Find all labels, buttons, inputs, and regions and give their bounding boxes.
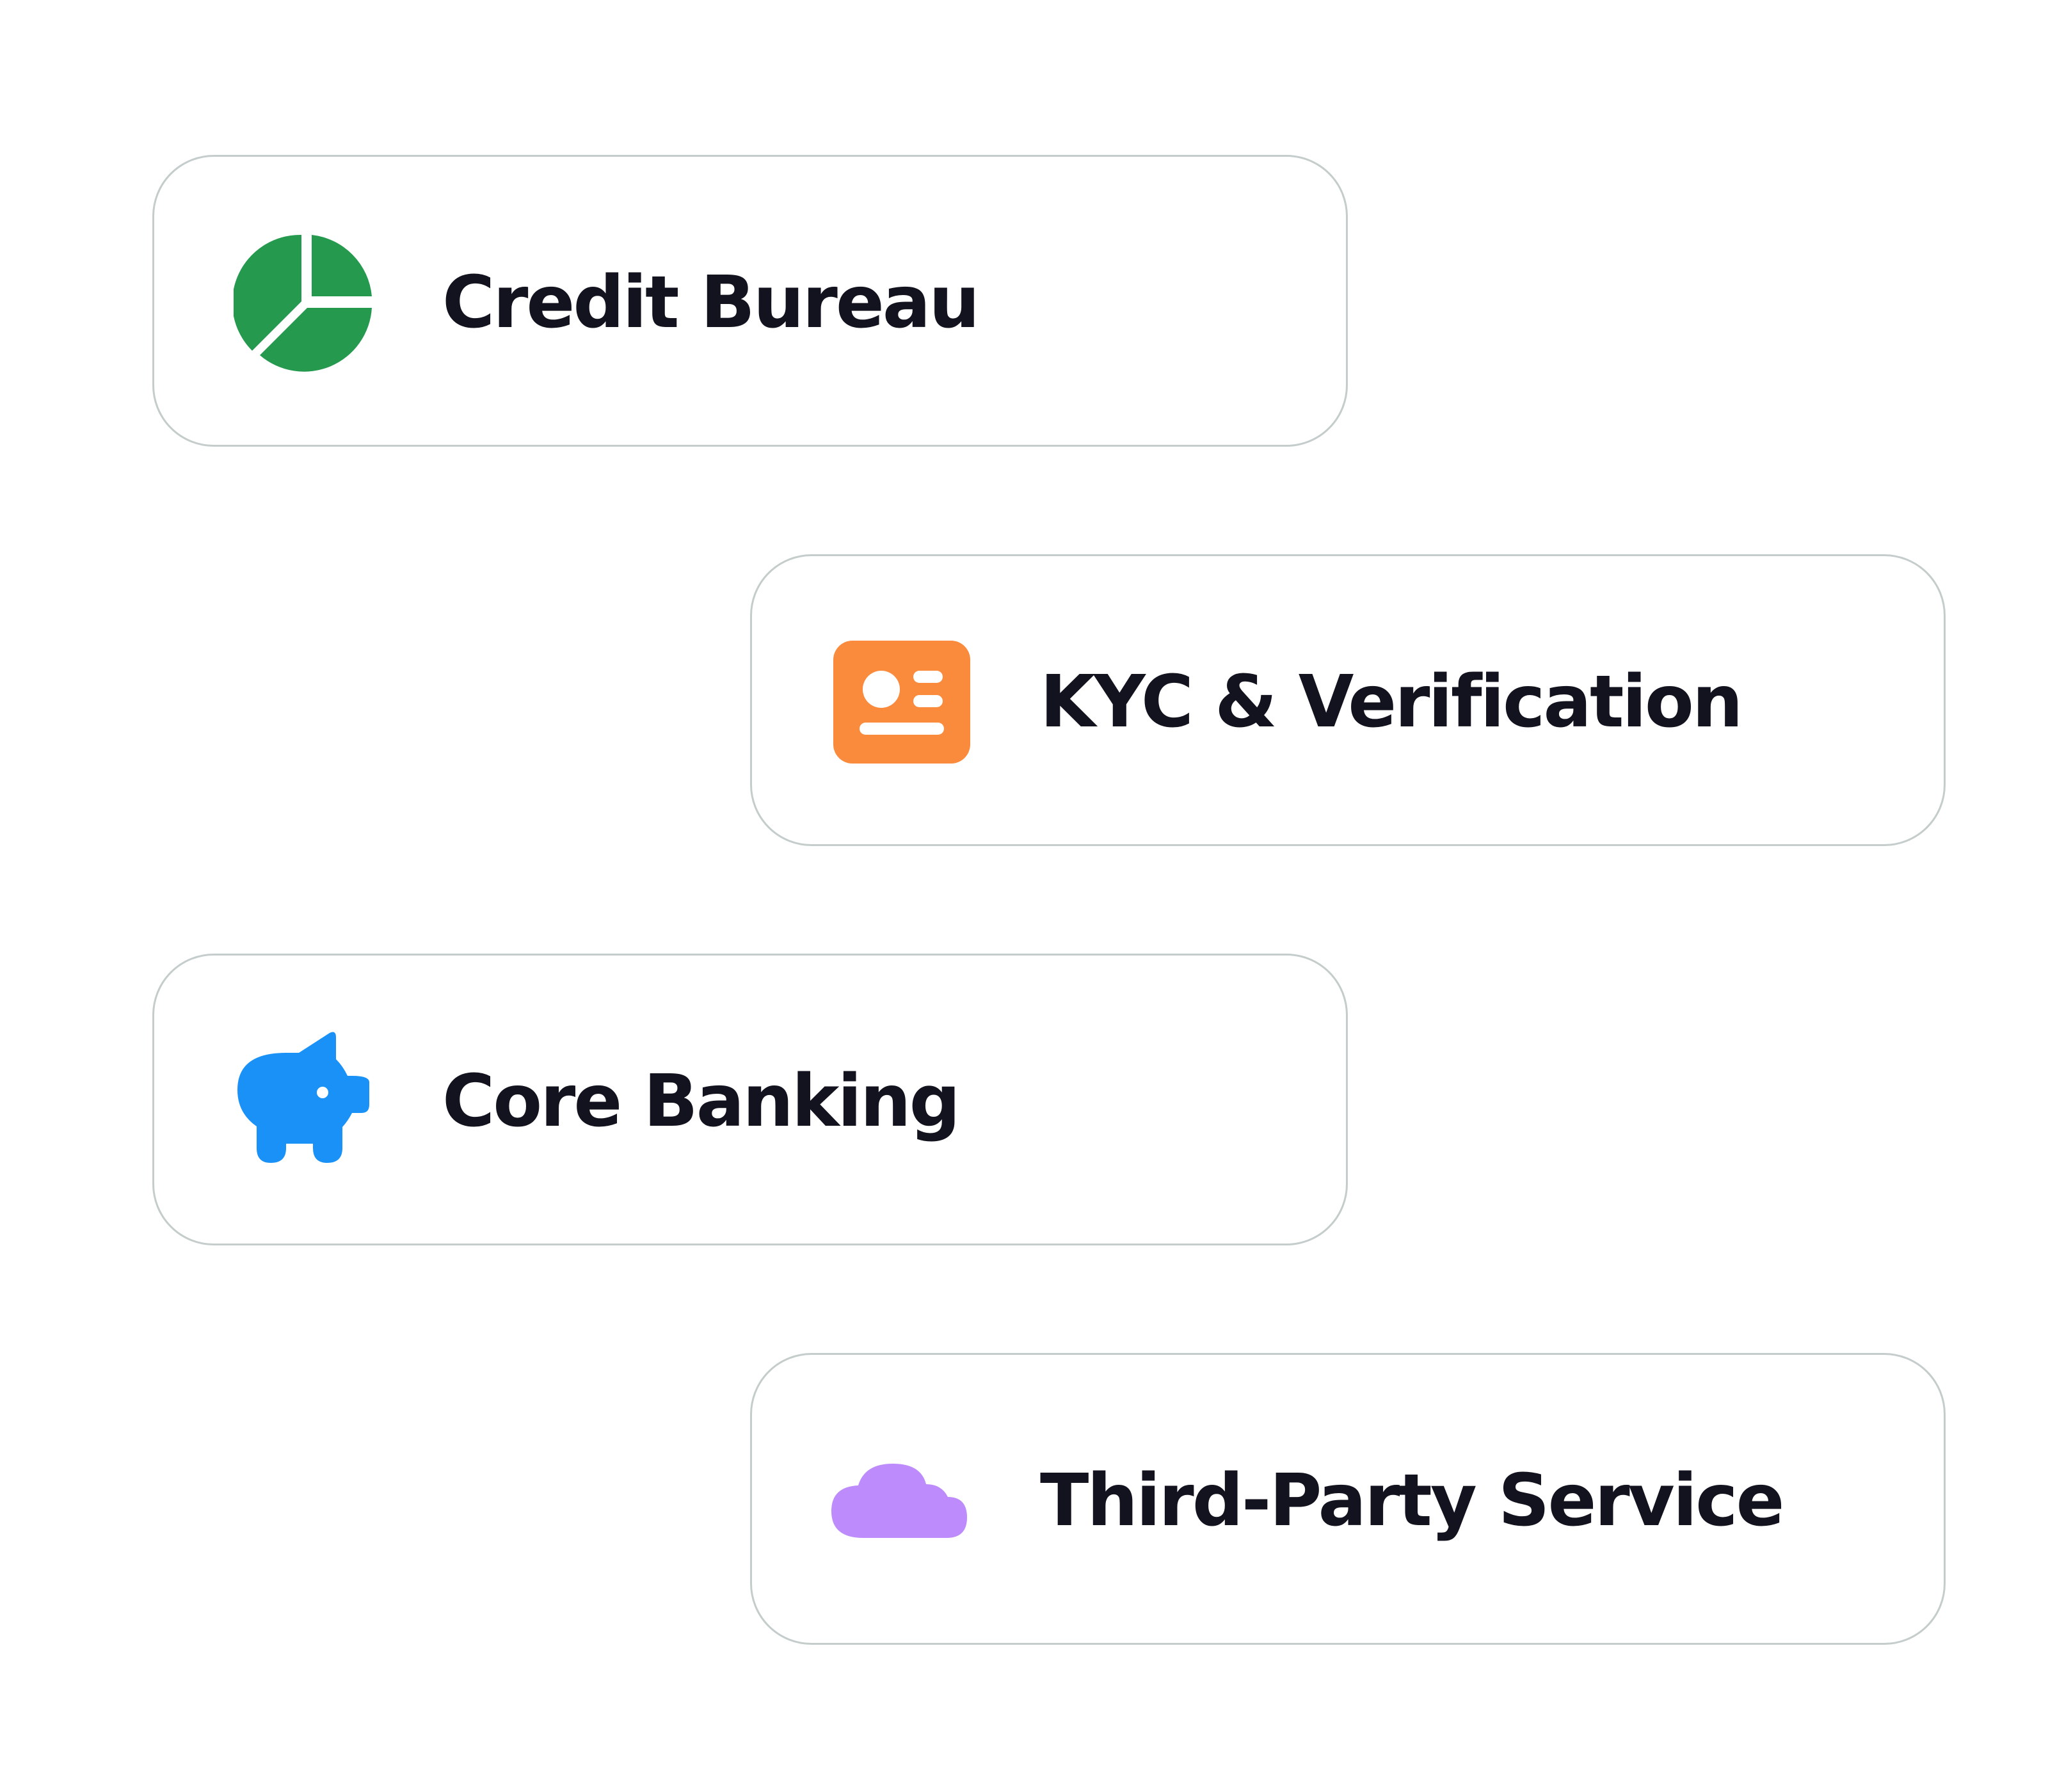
integration-label: Third-Party Service (1040, 1459, 1784, 1542)
integration-card-kyc-verification[interactable]: KYC & Verification (750, 554, 1946, 846)
integration-label: Credit Bureau (442, 261, 980, 344)
integration-card-core-banking[interactable]: Core Banking (152, 954, 1348, 1245)
integration-card-credit-bureau[interactable]: Credit Bureau (152, 155, 1348, 447)
integration-label: KYC & Verification (1040, 660, 1743, 744)
integration-card-third-party-service[interactable]: Third-Party Service (750, 1353, 1946, 1645)
id-card-icon (831, 632, 972, 772)
cloud-icon (831, 1430, 972, 1571)
piggy-bank-icon (234, 1031, 374, 1172)
pie-chart-icon (234, 232, 374, 373)
integration-label: Core Banking (442, 1060, 961, 1143)
